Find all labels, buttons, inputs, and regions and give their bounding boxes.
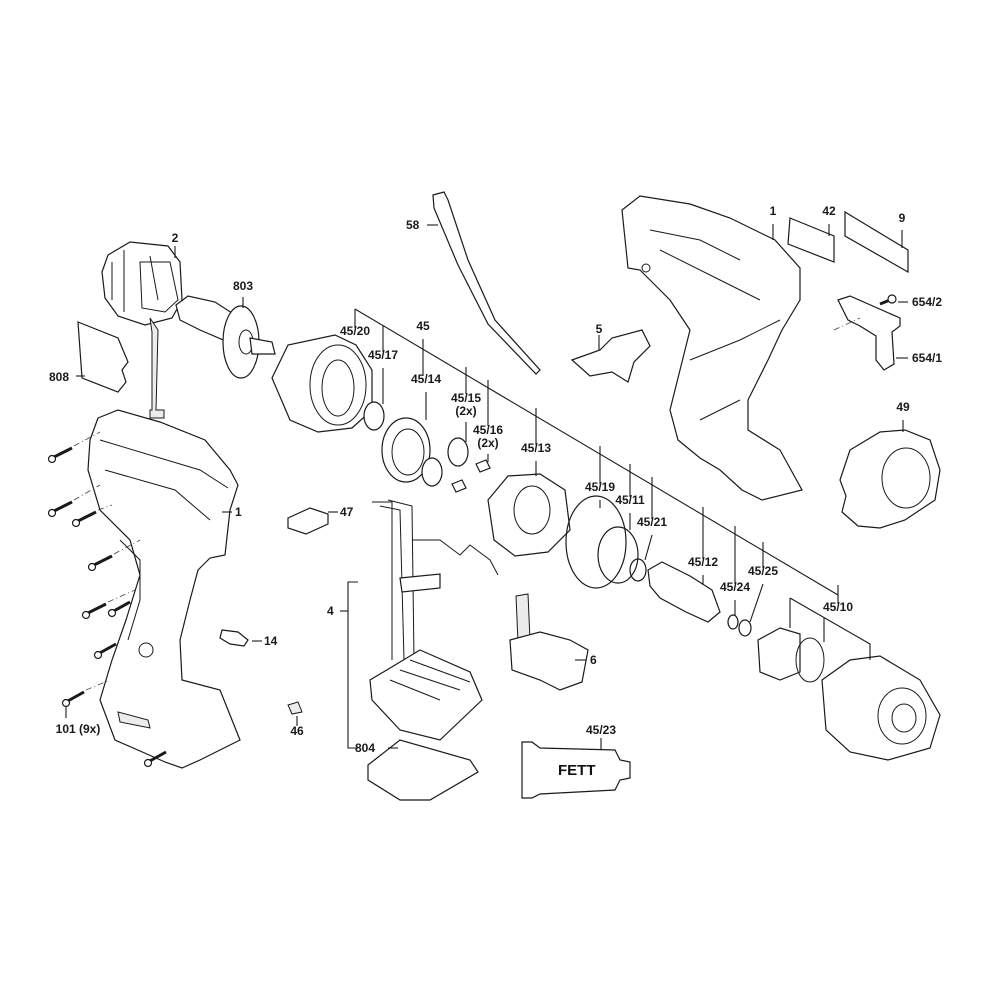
washer-part-45-17 [363, 401, 385, 431]
button-part-47 [287, 507, 329, 535]
label-45-19: 45/19 [584, 480, 616, 494]
label-803: 803 [232, 279, 254, 293]
plate-part-804 [367, 739, 479, 801]
screw-part-654-2 [879, 294, 897, 306]
label-2: 2 [171, 231, 179, 245]
label-6: 6 [590, 653, 597, 667]
label-47: 47 [340, 505, 354, 519]
label-45-13: 45/13 [520, 441, 552, 455]
label-42: 42 [822, 204, 836, 218]
carrier-part-45-13 [487, 473, 571, 557]
label-45-17: 45/17 [367, 348, 399, 362]
belt-clip-part-654-1 [837, 295, 901, 371]
label-654-1: 654/1 [912, 351, 943, 365]
label-49: 49 [896, 400, 910, 414]
right-housing-part-1 [621, 195, 803, 501]
label-1-right: 1 [769, 204, 777, 218]
anvil-part-45-12 [647, 561, 721, 623]
label-sheet-part-808 [77, 321, 129, 393]
label-4: 4 [327, 604, 334, 618]
group-45-bracket [354, 308, 839, 596]
label-5: 5 [595, 322, 603, 336]
bracket-4 [347, 581, 358, 749]
label-45-15: 45/15 (2x) [450, 391, 482, 418]
gear-housing-part-45-20 [271, 334, 373, 433]
electronics-part-4 [369, 499, 499, 741]
label-45-10: 45/10 [822, 600, 854, 614]
ring-part-45-11 [597, 526, 639, 584]
stator-part-2 [101, 241, 183, 419]
switch-part-6 [509, 593, 589, 691]
ring-part-45-25 [738, 619, 752, 637]
nose-assembly-part-45-10 [757, 627, 941, 761]
grease-tube-text: FETT [558, 762, 596, 779]
label-1-left: 1 [235, 505, 242, 519]
label-804: 804 [355, 741, 376, 755]
label-45-21: 45/21 [636, 515, 668, 529]
ring-gear-part-45-14 [381, 417, 431, 483]
label-808: 808 [49, 370, 70, 384]
label-45-25: 45/25 [747, 564, 779, 578]
slider-part-5 [570, 329, 651, 383]
label-46: 46 [290, 724, 304, 738]
label-9: 9 [898, 211, 906, 225]
left-housing-part-1 [87, 409, 241, 769]
label-58: 58 [406, 218, 420, 232]
pins-part-45-16 [451, 459, 491, 493]
clip-part-14 [219, 629, 249, 647]
label-45-14: 45/14 [410, 372, 442, 386]
spring-part-46 [287, 701, 303, 715]
planet-gears-part-45-15 [421, 437, 469, 487]
label-45-24: 45/24 [719, 580, 751, 594]
label-14: 14 [264, 634, 278, 648]
o-ring-part-45-21 [629, 558, 647, 582]
label-45-23: 45/23 [585, 723, 617, 737]
label-101: 101 (9x) [55, 722, 101, 736]
label-654-2: 654/2 [912, 295, 943, 309]
cover-part-49 [839, 429, 941, 529]
label-45: 45 [416, 319, 430, 333]
ring-part-45-24 [727, 614, 739, 630]
armature-part-803 [175, 295, 276, 379]
label-45-12: 45/12 [687, 555, 719, 569]
label-part-42 [787, 217, 835, 263]
o-ring-part-45-19 [565, 495, 627, 589]
label-45-16: 45/16 (2x) [472, 423, 504, 450]
strap-part-58 [432, 191, 541, 375]
screws-part-101 [47, 431, 167, 768]
label-45-11: 45/11 [615, 493, 645, 507]
label-45-20: 45/20 [339, 324, 371, 338]
grease-tube-part-45-23 [521, 741, 631, 799]
label-part-9 [844, 210, 909, 274]
